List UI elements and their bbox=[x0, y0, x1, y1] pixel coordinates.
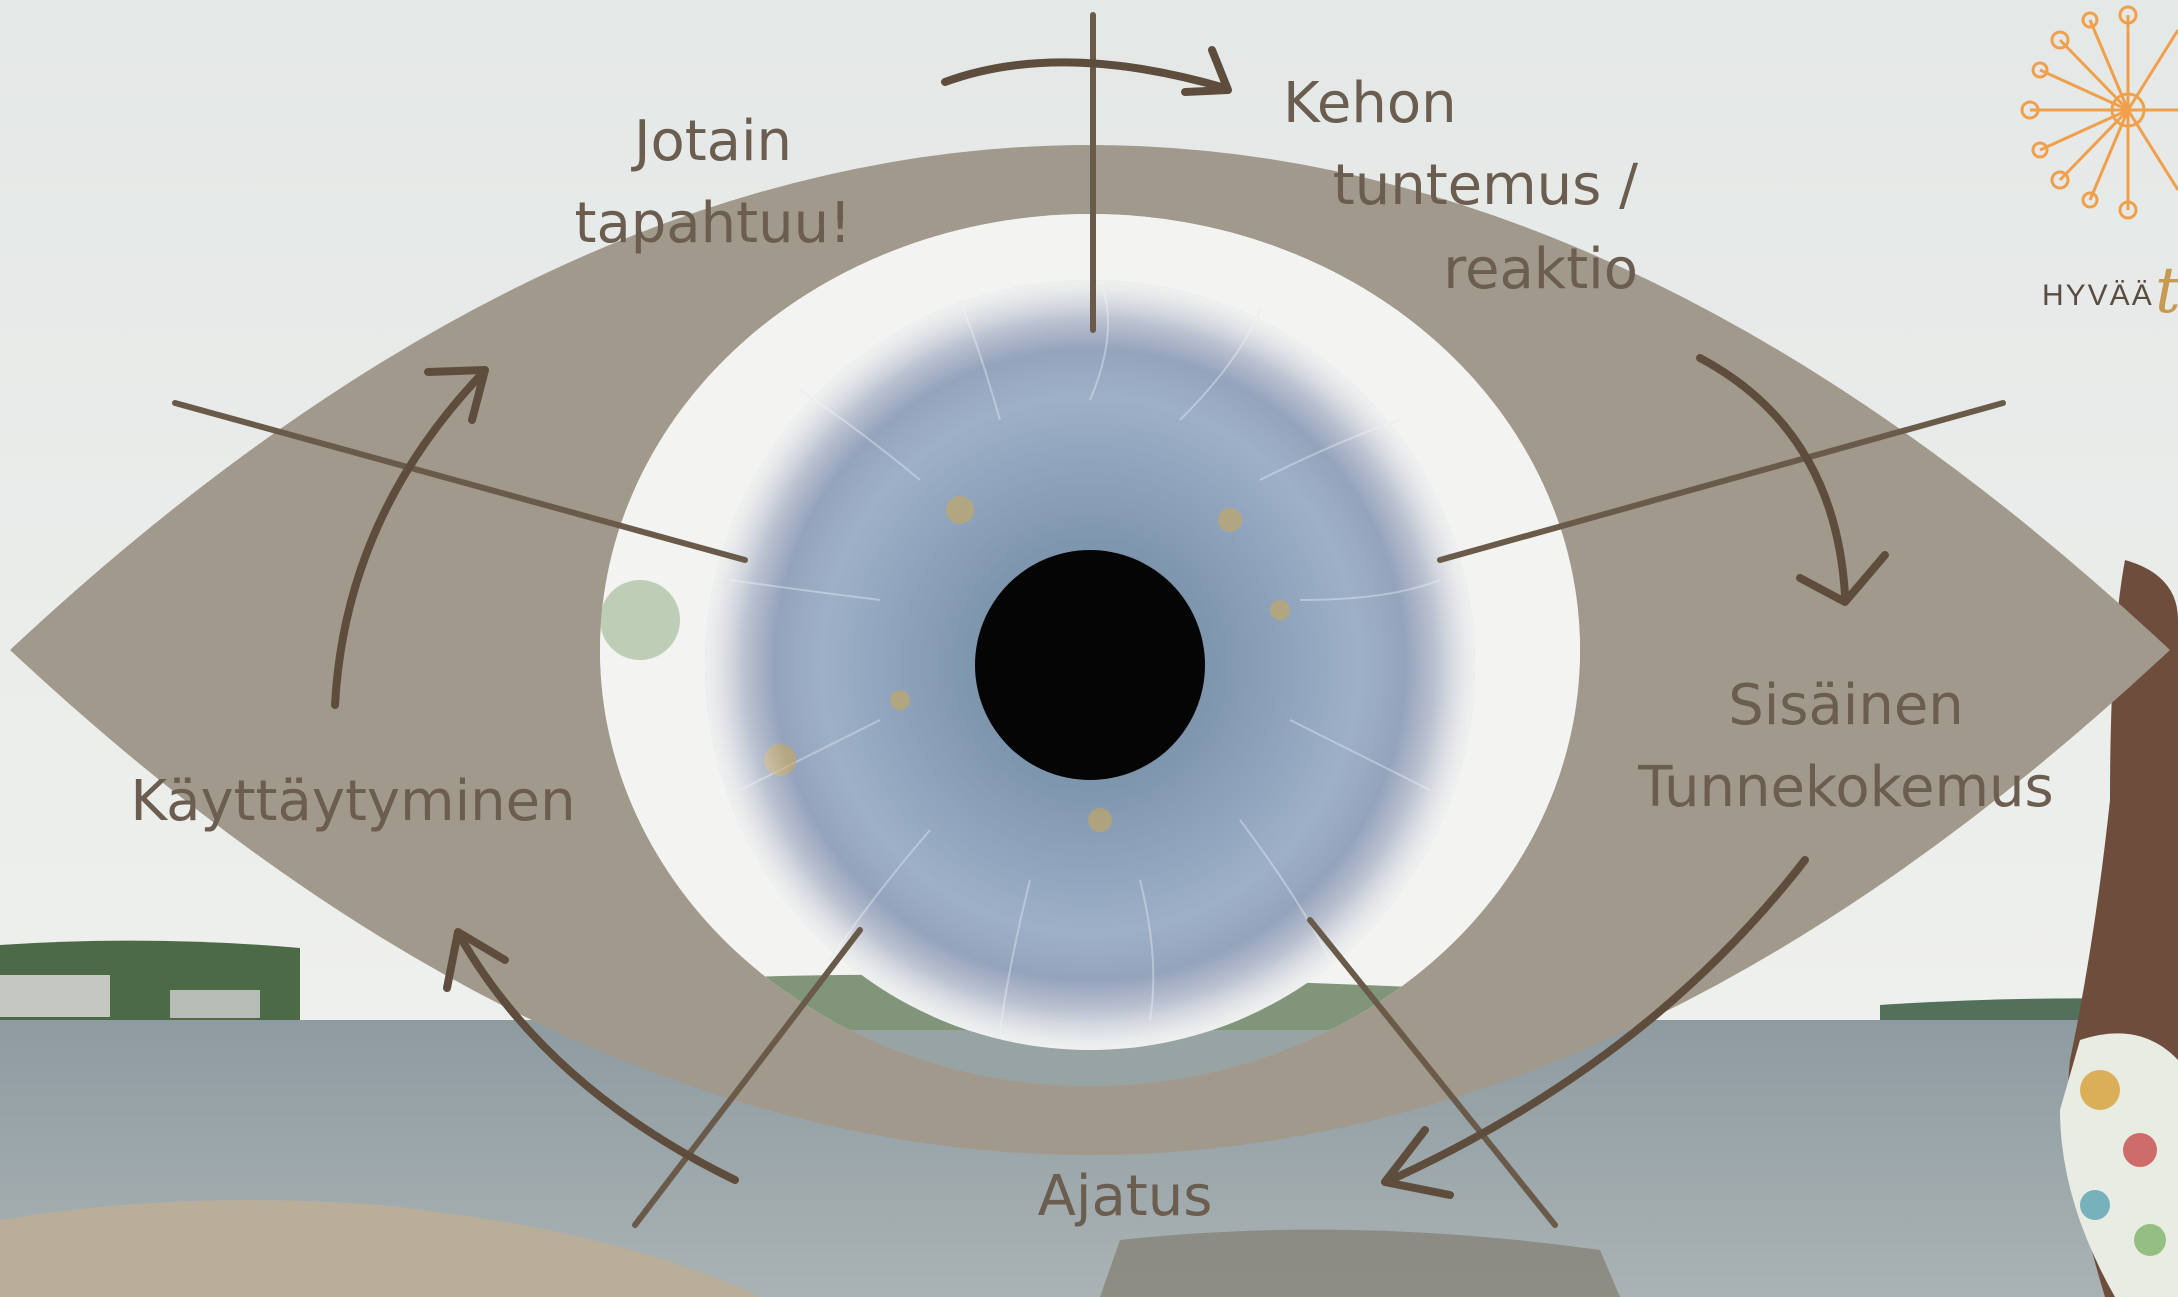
stage-emotion-line-2: Tunnekokemus bbox=[1637, 755, 2053, 820]
stage-body-line-1: Kehon bbox=[1283, 71, 1457, 136]
iris bbox=[705, 280, 1475, 1050]
brand-script-letter: t bbox=[2155, 254, 2178, 328]
brand-wordmark: HYVÄÄ bbox=[2042, 279, 2154, 312]
stage-behavior: Käyttäytyminen bbox=[130, 769, 575, 834]
stage-thought: Ajatus bbox=[1038, 1164, 1213, 1229]
stage-body-line-2: tuntemus / bbox=[1333, 153, 1638, 218]
stage-body-line-3: reaktio bbox=[1443, 237, 1638, 302]
stage-trigger-line-1: Jotain bbox=[631, 109, 792, 174]
pupil bbox=[975, 550, 1205, 780]
stage-emotion-line-1: Sisäinen bbox=[1728, 673, 1964, 738]
stage-trigger-line-2: tapahtuu! bbox=[574, 191, 851, 256]
